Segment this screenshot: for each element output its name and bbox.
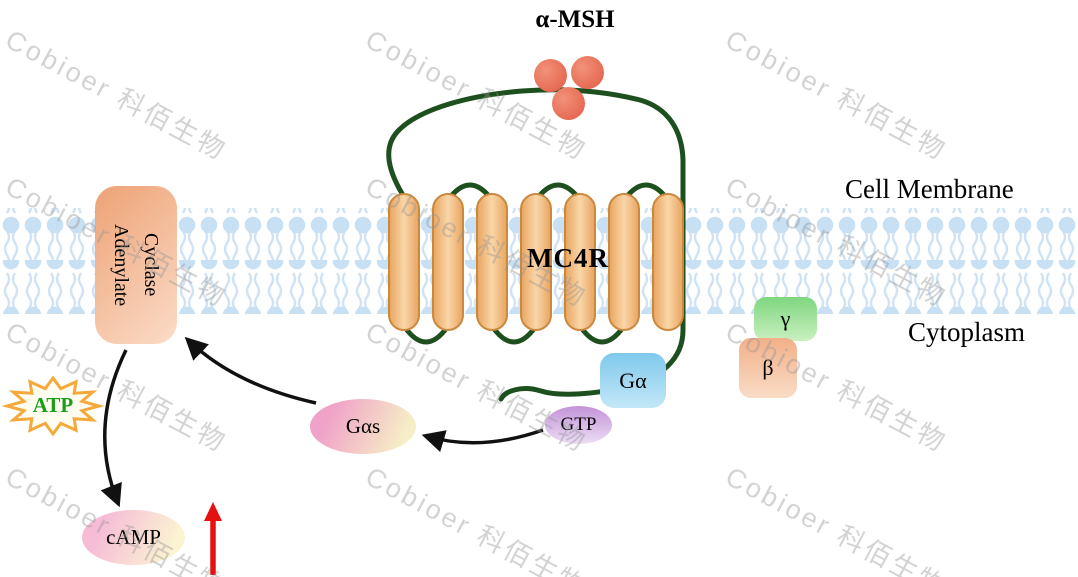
g-alpha-subunit: Gα xyxy=(600,353,666,408)
tm-helix-1 xyxy=(388,193,420,331)
beta-subunit: β xyxy=(739,338,797,398)
intracellular-loop-1 xyxy=(401,323,451,345)
camp-molecule: cAMP xyxy=(82,510,185,565)
adenylate-cyclase: Adenylate Cyclase xyxy=(95,186,177,344)
intracellular-loop-2 xyxy=(489,323,539,345)
msh-ligand-circle xyxy=(571,56,604,89)
arrow-gtp-to-gas xyxy=(421,428,544,453)
receptor-label: MC4R xyxy=(527,243,609,273)
g-alpha-s-subunit: Gαs xyxy=(310,399,416,454)
tm-helix-2 xyxy=(432,193,464,331)
receptor-terminus-strand xyxy=(386,87,686,402)
intracellular-loop-3 xyxy=(577,323,627,345)
tm-helix-4 xyxy=(520,193,552,331)
msh-ligand-circle xyxy=(534,59,567,92)
camp-increase-arrow-head xyxy=(204,502,222,521)
cytoplasm-label: Cytoplasm xyxy=(908,317,1026,347)
arrow-adenylate-cyclase-to-camp xyxy=(100,349,128,508)
arrow-gas-to-adenylate-cyclase xyxy=(184,336,317,405)
atp-burst xyxy=(1,375,105,437)
tm-helix-5 xyxy=(564,193,596,331)
atp-label: ATP xyxy=(32,393,74,417)
tm-helix-6 xyxy=(608,193,640,331)
ligand-label: α-MSH xyxy=(535,6,615,33)
tm-helix-3 xyxy=(476,193,508,331)
msh-ligand-circle xyxy=(552,87,585,120)
tm-helix-7 xyxy=(652,193,684,331)
gamma-subunit: γ xyxy=(754,297,817,341)
gtp-molecule: GTP xyxy=(545,406,612,444)
cell-membrane-label: Cell Membrane xyxy=(845,174,1014,204)
